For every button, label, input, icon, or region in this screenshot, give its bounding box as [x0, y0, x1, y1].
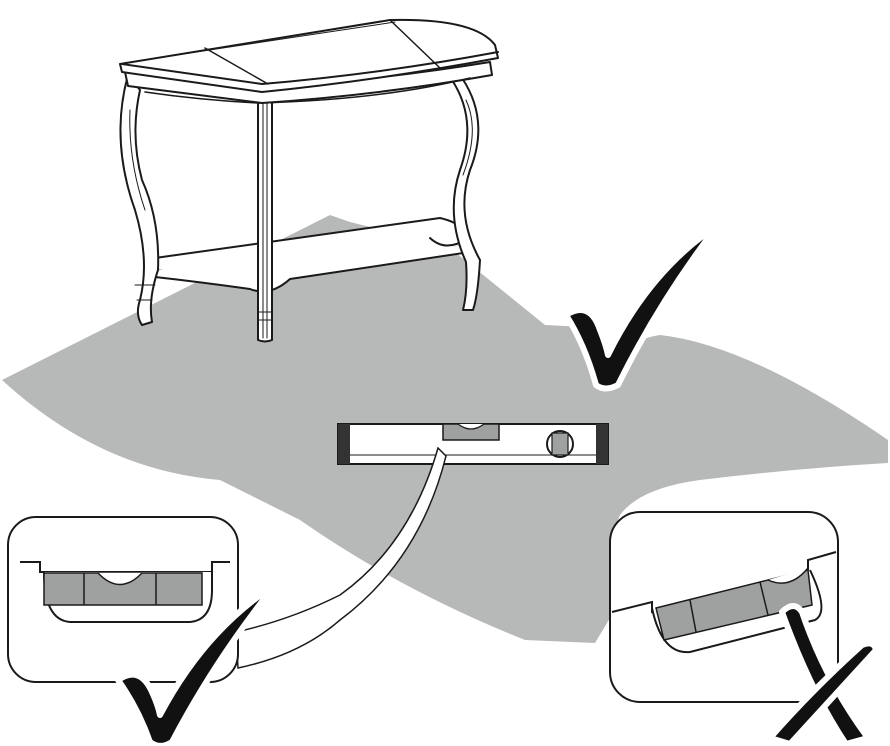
callout-connector — [235, 446, 447, 669]
check-mark-icon — [115, 582, 278, 746]
table-top — [119, 18, 499, 93]
table-leg-back — [451, 77, 481, 311]
spirit-level — [337, 423, 609, 465]
inset-level-ok — [7, 516, 239, 683]
check-mark-icon — [563, 222, 721, 392]
inset-level-bad — [609, 511, 839, 703]
console-table — [119, 18, 499, 343]
table-leg-left — [119, 74, 160, 326]
cross-mark-icon — [767, 603, 879, 746]
table-leg-front — [257, 97, 273, 343]
